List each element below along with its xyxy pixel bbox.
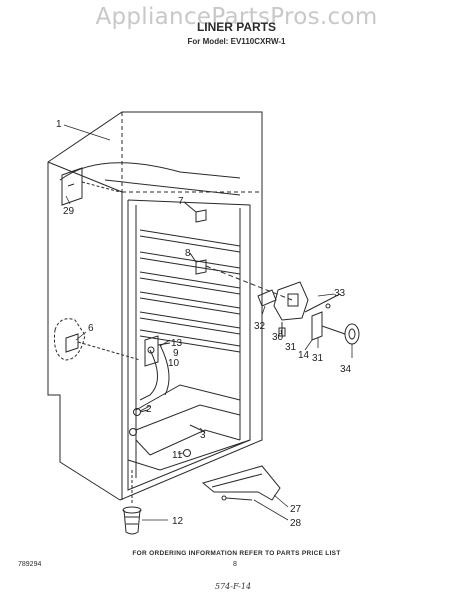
callout-12: 12 (172, 516, 184, 527)
part-11-screw (129, 428, 191, 457)
diagram-title: LINER PARTS (196, 20, 277, 34)
callout-6: 6 (88, 323, 94, 334)
page-number: 8 (233, 561, 237, 568)
light-assembly (205, 265, 360, 345)
callout-9: 9 (173, 348, 179, 359)
part-7-clip (183, 201, 207, 223)
bottom-compartment (127, 344, 251, 471)
callout-34: 34 (340, 364, 352, 375)
callout-30: 30 (272, 332, 284, 343)
model-line: For Model: EV110CXRW-1 (187, 37, 286, 46)
callout-29: 29 (63, 206, 75, 217)
watermark: AppliancePartsPros.com (95, 4, 378, 30)
callout-28: 28 (290, 518, 302, 529)
callout-31-right: 31 (312, 353, 324, 364)
part-28-screw (221, 495, 253, 501)
callout-1: 1 (56, 119, 62, 130)
shelf-ribs (139, 229, 241, 353)
callout-13: 13 (171, 338, 183, 349)
callout-32: 32 (254, 321, 266, 332)
diagram-code: 789294 (18, 561, 42, 568)
callout-33: 33 (334, 288, 346, 299)
part-27-trim (201, 465, 281, 501)
callout-11: 11 (172, 450, 183, 461)
ordering-info: FOR ORDERING INFORMATION REFER TO PARTS … (132, 550, 341, 557)
callout-numbers: 1 29 7 8 6 13 9 10 2 3 11 12 33 32 30 31… (56, 119, 352, 529)
callout-31-left: 31 (285, 342, 297, 353)
callout-27: 27 (290, 504, 302, 515)
part-9-10-13-assembly (144, 335, 171, 367)
part-12-drain (122, 470, 142, 535)
liner-shell (47, 111, 263, 501)
callout-10: 10 (168, 358, 180, 369)
callout-7: 7 (178, 196, 184, 207)
handwritten-note: 574-F-14 (215, 582, 252, 591)
callout-3: 3 (200, 430, 206, 441)
callout-8: 8 (185, 248, 191, 259)
part-8-clip (189, 252, 207, 275)
part-6-bracket (54, 318, 141, 361)
callout-14: 14 (298, 350, 310, 361)
part-29-bracket (61, 167, 121, 206)
leader-lines (63, 124, 353, 521)
callout-2: 2 (146, 404, 152, 415)
part-2-screw (133, 408, 149, 416)
